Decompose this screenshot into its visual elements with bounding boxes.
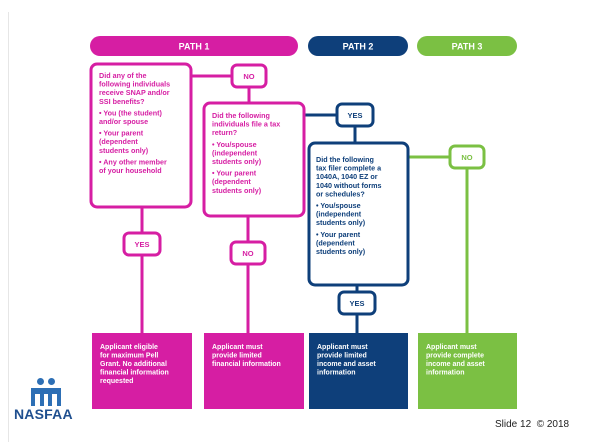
outcome-line: financial information (212, 361, 281, 368)
path-3-header: PATH 3 (417, 36, 517, 56)
path-1-header: PATH 1 (90, 36, 298, 56)
node-yes-2: YES (335, 102, 375, 128)
node-no-2: NO (229, 240, 267, 266)
copyright: © 2018 (536, 419, 570, 430)
question-line: return? (212, 128, 237, 137)
outcome-box-limited-financial (204, 333, 304, 409)
question-bullet-line: of your household (99, 166, 162, 175)
slide-number: Slide 12 (495, 419, 532, 430)
slide-top-border (8, 0, 591, 12)
node-yes-1: YES (122, 231, 162, 257)
outcome-box-limited-income (309, 333, 408, 409)
node-yes-1-label: YES (134, 240, 149, 249)
path-3-header-label: PATH 3 (452, 42, 483, 52)
node-no-1: NO (230, 63, 268, 89)
node-no-2-label: NO (242, 249, 253, 258)
question-line: SSI benefits? (99, 97, 145, 106)
outcome-line: Applicant must (317, 344, 368, 351)
outcome-line: for maximum Pell (100, 353, 158, 360)
question-box-snap-ssi (89, 62, 193, 209)
slide-left-border (0, 0, 9, 442)
node-no-3-label: NO (461, 153, 472, 162)
node-no-3: NO (448, 144, 486, 170)
outcome-max-pell-text: Applicant eligible for maximum PellGrant.… (100, 344, 169, 385)
path-2-header: PATH 2 (308, 36, 408, 56)
question-bullet-line: (independent (316, 210, 362, 219)
question-line: following individuals (99, 80, 170, 89)
question-bullet-line: students only) (316, 218, 366, 227)
path-2-header-label: PATH 2 (343, 42, 374, 52)
question-bullet-line: • Your parent (212, 169, 257, 178)
node-yes-3: YES (337, 290, 377, 316)
node-no-1-label: NO (243, 72, 254, 81)
question-line: Did the following (316, 155, 374, 164)
outcome-box-max-pell (92, 333, 192, 409)
question-line: Did any of the (99, 71, 147, 80)
question-bullet-line: (dependent (212, 177, 251, 186)
question-bullet-line: (independent (212, 148, 258, 157)
question-line: receive SNAP and/or (99, 88, 170, 97)
outcome-box-complete-income (418, 333, 517, 409)
outcome-line: requested (100, 378, 133, 385)
question-bullet-line: • You/spouse (212, 140, 257, 149)
path-1-header-label: PATH 1 (179, 42, 210, 52)
outcome-line: information (317, 370, 356, 377)
question-box-tax-return (202, 101, 306, 218)
question-bullet-line: students only) (212, 157, 262, 166)
question-bullet-line: and/or spouse (99, 117, 148, 126)
question-line: 1040 without forms (316, 181, 382, 190)
outcome-line: income and asset (317, 361, 376, 368)
question-bullet-line: • You (the student) (99, 108, 163, 117)
question-line: 1040A, 1040 EZ or (316, 172, 378, 181)
outcome-line: Applicant must (212, 344, 263, 351)
question-line: tax filer complete a (316, 164, 382, 173)
outcome-line: Applicant must (426, 344, 477, 351)
outcome-line: income and asset (426, 361, 485, 368)
outcome-line: financial information (100, 370, 169, 377)
question-line: individuals file a tax (212, 120, 280, 129)
question-bullet-line: • You/spouse (316, 201, 361, 210)
question-bullet-line: (dependent (99, 137, 138, 146)
slide-footer: Slide 12 © 2018 (495, 419, 569, 430)
question-bullet-line: • Any other member (99, 157, 167, 166)
outcome-line: information (426, 370, 465, 377)
question-bullet-line: students only) (316, 247, 366, 256)
outcome-line: provide limited (212, 353, 262, 360)
question-line: Did the following (212, 111, 270, 120)
outcome-line: Applicant eligible (100, 344, 158, 351)
question-bullet-line: (dependent (316, 238, 355, 247)
nasfaa-logo (31, 378, 61, 406)
node-yes-3-label: YES (349, 299, 364, 308)
question-bullet-line: • Your parent (99, 129, 144, 138)
question-bullet-line: • Your parent (316, 230, 361, 239)
outcome-line: provide complete (426, 353, 484, 360)
outcome-line: Grant. No additional (100, 361, 167, 368)
outcome-line: provide limited (317, 353, 367, 360)
node-yes-2-label: YES (347, 111, 362, 120)
question-line: or schedules? (316, 189, 365, 198)
question-bullet-line: students only) (99, 146, 149, 155)
question-box-tax-form (307, 141, 410, 287)
question-bullet-line: students only) (212, 186, 262, 195)
nasfaa-logo-text: NASFAA (14, 406, 73, 422)
